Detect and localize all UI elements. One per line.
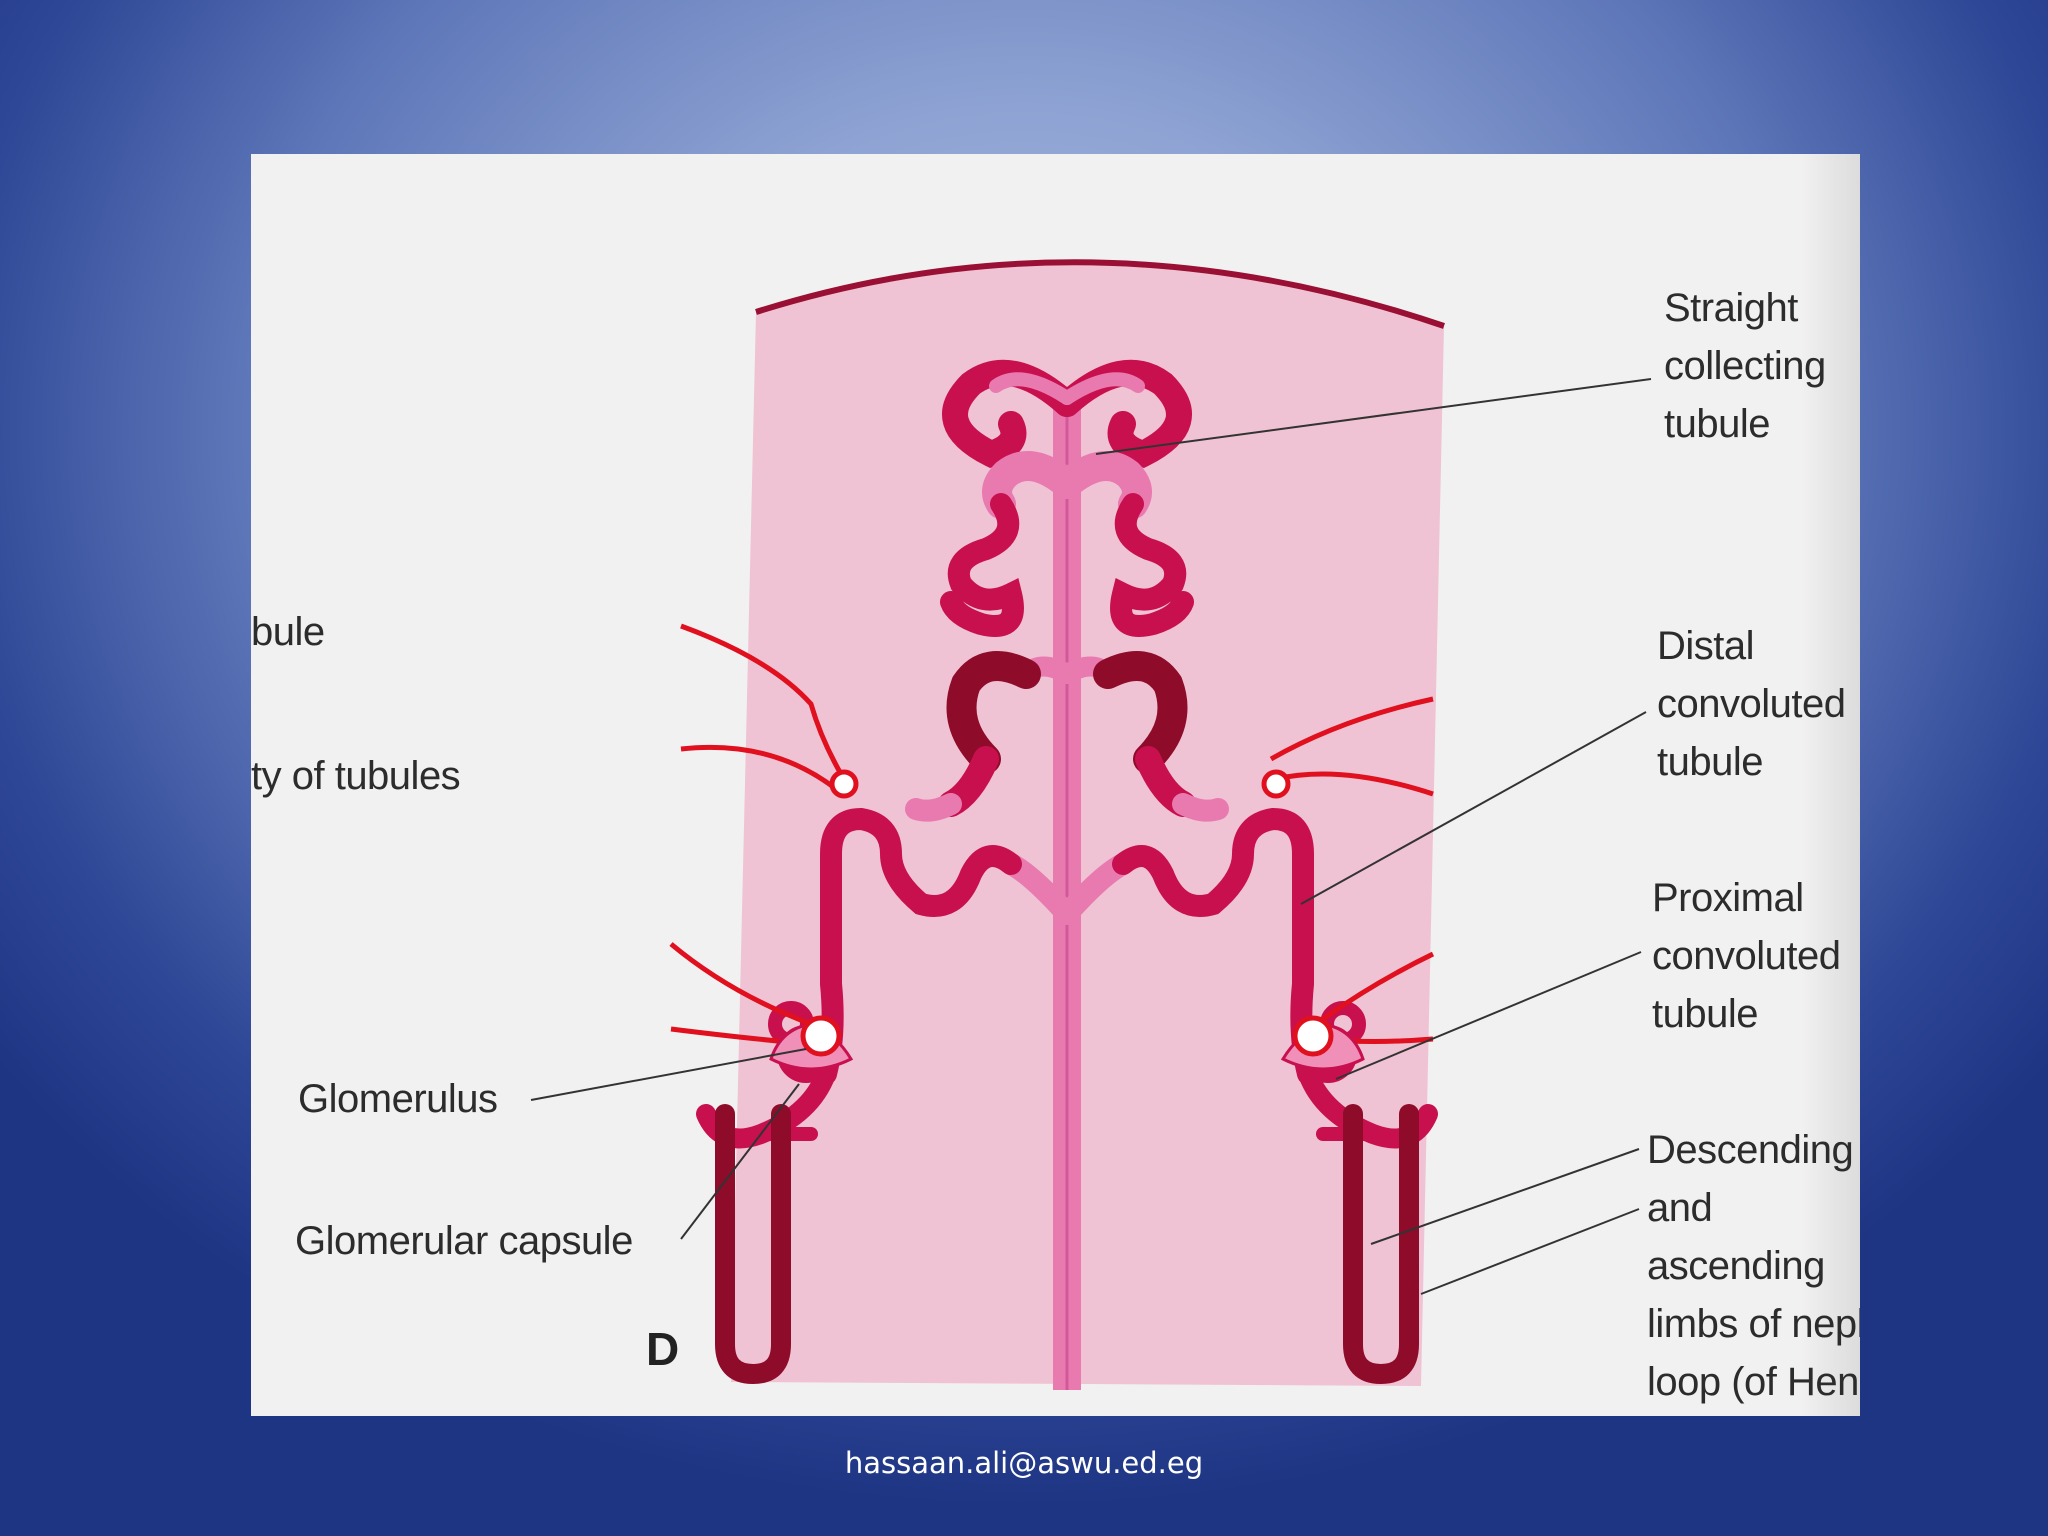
leader-lines (530, 378, 1652, 1295)
label-partial-tubule: bule (251, 610, 325, 654)
second-branch (940, 451, 1194, 637)
capsule-outline (755, 259, 1445, 329)
label-distal-convoluted-tubule: Distal convoluted tubule (1657, 624, 1846, 784)
page-edge-shade (1800, 154, 1860, 1416)
label-straight-collecting-tubule: Straight collecting tubule (1664, 286, 1826, 446)
bottom-branch (696, 807, 1438, 1149)
nephron-diagram-figure: bule ty of tubules Glomerulus Glomerular… (251, 154, 1860, 1416)
third-branch (905, 651, 1229, 822)
cortex-tissue (731, 262, 1444, 1386)
label-glomerulus: Glomerulus (298, 1077, 498, 1121)
label-loop-of-henle: Descending and ascending limbs of neph l… (1647, 1128, 1860, 1404)
nephron-diagram-svg (530, 259, 1652, 1390)
top-ampulla (942, 359, 1192, 469)
panel-letter: D (646, 1323, 680, 1375)
label-glomerular-capsule: Glomerular capsule (295, 1219, 633, 1263)
footer-email: hassaan.ali@aswu.ed.eg (844, 1446, 1204, 1480)
label-proximal-convoluted-tubule: Proximal convoluted tubule (1652, 876, 1841, 1036)
loops-of-henle (715, 1104, 1419, 1385)
glomeruli (769, 769, 1365, 1071)
label-partial-tubules: ty of tubules (251, 754, 461, 798)
